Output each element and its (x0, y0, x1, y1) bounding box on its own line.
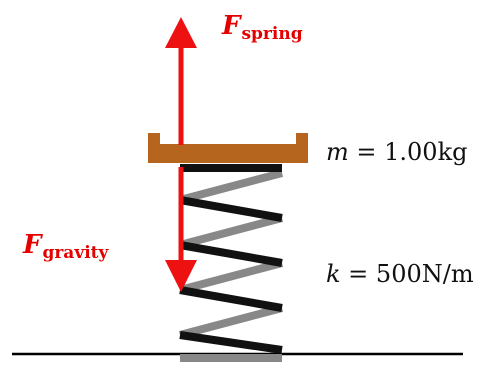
mass-symbol: m (326, 138, 349, 166)
spring-force-subscript: spring (241, 24, 303, 44)
gravity-force-symbol: F (23, 230, 42, 260)
mass-value: 1.00kg (384, 138, 468, 166)
mass-equals: = (348, 138, 385, 166)
gravity-force-label: Fgravity (23, 230, 108, 262)
spring-force-arrow (165, 17, 197, 145)
gravity-force-arrow (165, 167, 197, 292)
gravity-force-subscript: gravity (42, 243, 109, 263)
spring-constant-equals: = (340, 260, 376, 288)
mass-label: m = 1.00kg (326, 140, 467, 164)
spring-constant-value: 500N/m (375, 260, 474, 288)
spring-force-label: Fspring (222, 11, 303, 43)
spring-force-symbol: F (222, 11, 241, 41)
mass-platform (148, 133, 308, 163)
spring-constant-label: k = 500N/m (326, 262, 474, 286)
spring-front-coils (179, 164, 283, 354)
spring-constant-symbol: k (326, 260, 341, 288)
spring-back-coils (178, 169, 284, 362)
